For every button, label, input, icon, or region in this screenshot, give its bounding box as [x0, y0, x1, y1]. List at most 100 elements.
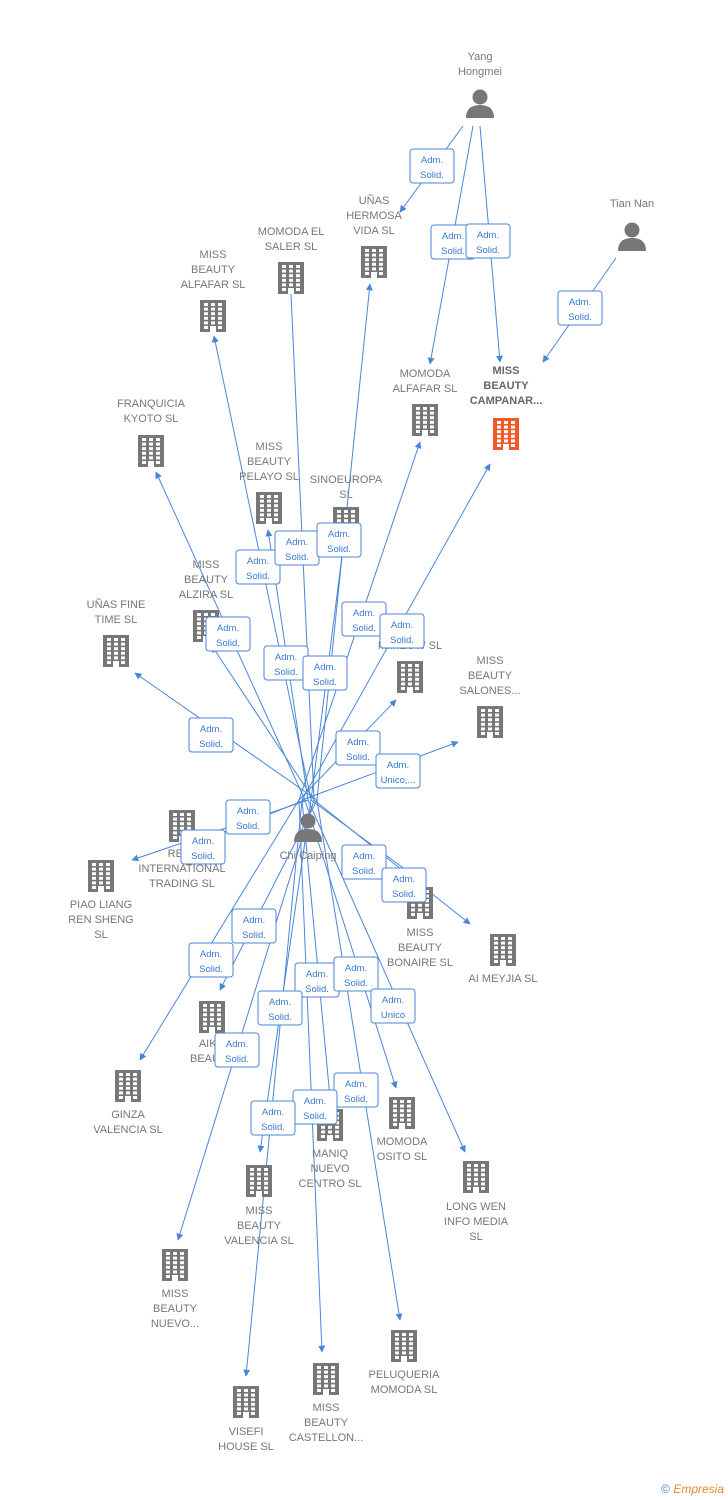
edge-label-chi-sinoeuropa[interactable]: Adm.Solid.	[302, 655, 348, 691]
building-icon[interactable]	[88, 860, 114, 892]
building-icon[interactable]	[397, 661, 423, 693]
building-icon[interactable]	[103, 635, 129, 667]
edge-label-chi-momoda_alfafar[interactable]: Adm.Solid.	[341, 601, 387, 637]
edge-label-yang-mb_campanar[interactable]: Adm.Solid.	[465, 223, 511, 259]
building-icon[interactable]	[256, 492, 282, 524]
node-ai_meyjia[interactable]: AI MEYJIA SL	[468, 934, 538, 985]
edge-label-tian-mb_campanar[interactable]: Adm.Solid.	[557, 290, 603, 326]
edge-label-box[interactable]	[205, 616, 251, 652]
edge-label-box[interactable]	[257, 990, 303, 1026]
edge-label-chi-momoda_saler[interactable]: Adm.Solid.	[274, 530, 320, 566]
building-icon[interactable]	[412, 404, 438, 436]
edge-label-chi-mb_alzira[interactable]: Adm.Solid.	[205, 616, 251, 652]
edge-label-chi-unas_fine[interactable]: Adm.Solid.	[188, 717, 234, 753]
person-icon[interactable]	[466, 89, 494, 119]
edge-label-chi-ai_meyjia[interactable]: Adm.Solid.	[381, 867, 427, 903]
edge-label-box[interactable]	[214, 1032, 260, 1068]
node-mb_campanar[interactable]: MISSBEAUTYCAMPANAR...	[470, 365, 543, 450]
edge-label-box[interactable]	[341, 844, 387, 880]
edge-label-box[interactable]	[235, 549, 281, 585]
edge-label-chi-peluqueria[interactable]: Adm.Solid.	[333, 1072, 379, 1108]
building-icon[interactable]	[138, 435, 164, 467]
building-icon[interactable]	[115, 1070, 141, 1102]
edge-label-chi-piao[interactable]: Adm.Solid.	[180, 829, 226, 865]
building-icon[interactable]	[199, 1001, 225, 1033]
edge-label-chi-mimeow[interactable]: Adm.Solid.	[335, 730, 381, 766]
building-icon[interactable]	[361, 246, 387, 278]
building-icon[interactable]	[493, 418, 519, 450]
edge-label-box[interactable]	[370, 988, 416, 1024]
node-mb_castellon[interactable]: MISSBEAUTYCASTELLON...	[289, 1363, 364, 1444]
building-icon[interactable]	[490, 934, 516, 966]
edge-label-chi-mb_castellon[interactable]: Adm.Solid.	[292, 1089, 338, 1125]
node-mb_salones[interactable]: MISSBEAUTYSALONES...	[459, 655, 521, 738]
building-icon[interactable]	[313, 1363, 339, 1395]
edge-label-box[interactable]	[465, 223, 511, 259]
edge-label-box[interactable]	[333, 956, 379, 992]
building-icon[interactable]	[200, 300, 226, 332]
edge-label-chi-aiko[interactable]: Adm.Solid.	[231, 908, 277, 944]
node-label-line: BEAUTY	[247, 456, 292, 468]
edge-label-box[interactable]	[188, 942, 234, 978]
edge-label-chi-real_intl[interactable]: Adm.Solid.	[225, 799, 271, 835]
edge-label-box[interactable]	[231, 908, 277, 944]
building-icon[interactable]	[233, 1386, 259, 1418]
edge-label-box[interactable]	[250, 1100, 296, 1136]
edge-label-chi-mb_nuevo[interactable]: Adm.Solid.	[214, 1032, 260, 1068]
edge-label-box[interactable]	[316, 522, 362, 558]
edge-label-chi-mb_alfafar[interactable]: Adm.Solid.	[235, 549, 281, 585]
edge-label-box[interactable]	[180, 829, 226, 865]
building-window	[430, 430, 434, 433]
edge-label-chi-mb_salones[interactable]: Adm.Unico,...	[375, 753, 421, 789]
edge-label-chi-mb_bonaire[interactable]: Adm.Solid.	[341, 844, 387, 880]
edge-label-box[interactable]	[335, 730, 381, 766]
edge-label-yang-unas_hermosa[interactable]: Adm.Solid.	[409, 148, 455, 184]
edge-label-box[interactable]	[225, 799, 271, 835]
edge-label-box[interactable]	[557, 290, 603, 326]
edge-label-box[interactable]	[302, 655, 348, 691]
node-chi[interactable]: Chi Caiping	[280, 813, 337, 863]
edge-label-chi-unas_hermosa[interactable]: Adm.Solid.	[316, 522, 362, 558]
building-icon[interactable]	[389, 1097, 415, 1129]
node-mb_nuevo[interactable]: MISSBEAUTYNUEVO...	[151, 1249, 199, 1330]
edge-label-chi-longwen[interactable]: Adm.Unico	[370, 988, 416, 1024]
edge-label-chi-ginza[interactable]: Adm.Solid.	[188, 942, 234, 978]
building-icon[interactable]	[162, 1249, 188, 1281]
edge-label-box[interactable]	[381, 867, 427, 903]
edge-label-chi-visefi[interactable]: Adm.Solid.	[250, 1100, 296, 1136]
building-icon[interactable]	[463, 1161, 489, 1193]
edge-label-yang-momoda_alfafar[interactable]: Adm.Solid.	[430, 224, 476, 260]
building-icon[interactable]	[278, 262, 304, 294]
brand-logo-text[interactable]: Empresia	[673, 1482, 724, 1496]
edge-label-chi-mb_valencia[interactable]: Adm.Solid.	[257, 990, 303, 1026]
building-icon[interactable]	[477, 706, 503, 738]
person-icon[interactable]	[618, 222, 646, 252]
building-icon[interactable]	[391, 1330, 417, 1362]
edge-label-chi-mb_campanar[interactable]: Adm.Solid.	[379, 613, 425, 649]
edge-label-chi-maniq[interactable]: Adm.Solid.	[294, 962, 340, 998]
edge-label-box[interactable]	[375, 753, 421, 789]
edge-label-box[interactable]	[379, 613, 425, 649]
node-tian[interactable]: Tian Nan	[610, 198, 654, 251]
edge-label-chi-momoda_osito[interactable]: Adm.Solid.	[333, 956, 379, 992]
edge-label-chi-mb_pelayo[interactable]: Adm.Solid.	[263, 645, 309, 681]
edge-label-box[interactable]	[188, 717, 234, 753]
building-icon[interactable]	[246, 1165, 272, 1197]
person-icon[interactable]	[294, 813, 322, 843]
edge-label-box[interactable]	[409, 148, 455, 184]
